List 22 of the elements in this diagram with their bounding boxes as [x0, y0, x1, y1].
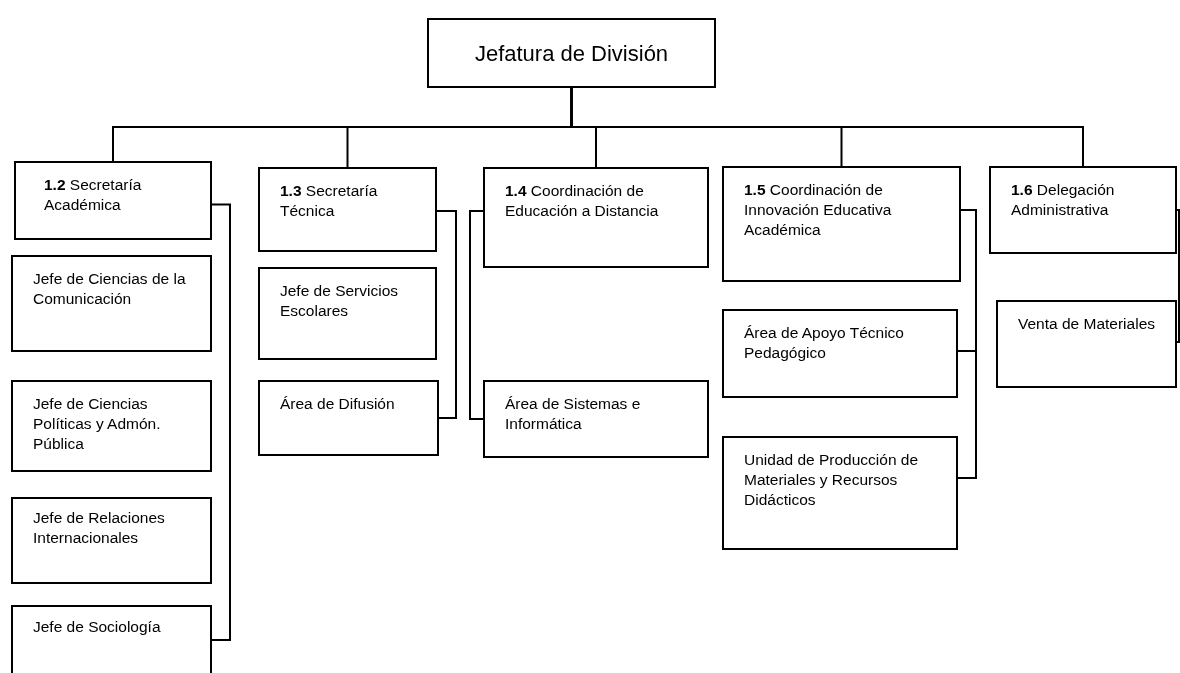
org-unit-box: 1.5 Coordinación de Innovación Educativa Académica: [722, 166, 961, 282]
org-unit-box: Jefe de Relaciones Internacionales: [11, 497, 212, 584]
connector-line: [957, 209, 977, 479]
org-unit-box: Área de Difusión: [258, 380, 439, 456]
org-unit-box: 1.6 Delegación Administrativa: [989, 166, 1177, 254]
connector-line: [1176, 209, 1180, 343]
org-unit-box: Unidad de Producción de Materiales y Recursos Didácticos: [722, 436, 958, 550]
org-unit-box: Jefe de Ciencias de la Comunicación: [11, 255, 212, 352]
org-unit-box: Jefe de Servicios Escolares: [258, 267, 437, 360]
org-unit-box: 1.4 Coordinación de Educación a Distancia: [483, 167, 709, 268]
org-unit-box: 1.3 Secretaría Técnica: [258, 167, 437, 252]
connector-line: [211, 203, 231, 641]
org-unit-box: 1.2 Secretaría Académica: [14, 161, 212, 240]
org-unit-box: Jefatura de División: [427, 18, 716, 88]
connector-line: [469, 210, 484, 420]
org-unit-box: Jefe de Ciencias Políticas y Admón. Pública: [11, 380, 212, 472]
connector-line: [570, 87, 1084, 167]
org-unit-box: Área de Apoyo Técnico Pedagógico: [722, 309, 958, 398]
org-unit-box: Área de Sistemas e Informática: [483, 380, 709, 458]
org-unit-box: Jefe de Sociología: [11, 605, 212, 673]
connector-line: [436, 210, 457, 419]
org-unit-box: Venta de Materiales: [996, 300, 1177, 388]
